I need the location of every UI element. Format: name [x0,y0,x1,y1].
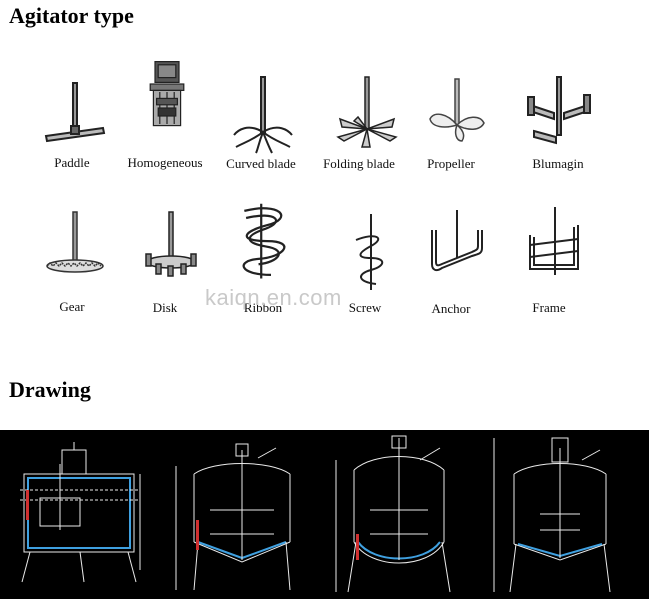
agitator-label: Screw [348,300,382,315]
folding-blade-agitator-icon [332,75,402,155]
watermark: kaiqn.en.com [205,285,342,310]
curved-blade-agitator-icon [228,75,298,155]
agitator-label: Paddle [54,155,90,170]
vessel-drawings [20,435,611,593]
drawing-round-vessel [335,435,451,593]
drawing-rectangular-tank [20,442,141,583]
agitator-label: Curved blade [226,156,296,171]
agitator-label: Disk [152,300,178,315]
agitator-label: Anchor [431,301,471,316]
ribbon-agitator-icon [228,202,298,282]
disk-agitator-icon [136,210,206,290]
blumagin-agitator-icon [524,75,594,155]
agitator-label: Ribbon [243,300,283,315]
agitator-label: Homogeneous [127,155,203,170]
propeller-agitator-icon [422,75,492,155]
agitator-type-heading: Agitator type [9,3,134,28]
screw-agitator-icon [336,212,406,292]
agitator-label: Propeller [427,156,475,171]
drawing-conical-vessel-1 [175,443,291,591]
frame-agitator-icon [520,205,590,285]
drawing-conical-vessel-2 [493,437,611,593]
agitator-label: Folding blade [323,156,395,171]
homogeneous-agitator-icon [132,60,202,140]
agitator-label: Gear [59,299,85,314]
drawing-heading: Drawing [9,377,91,402]
paddle-agitator-icon [40,78,110,158]
technical-drawing-panel [0,430,649,599]
anchor-agitator-icon [422,208,492,288]
agitator-label: Blumagin [532,156,584,171]
gear-agitator-icon [40,208,110,288]
agitator-label: Frame [532,300,566,315]
